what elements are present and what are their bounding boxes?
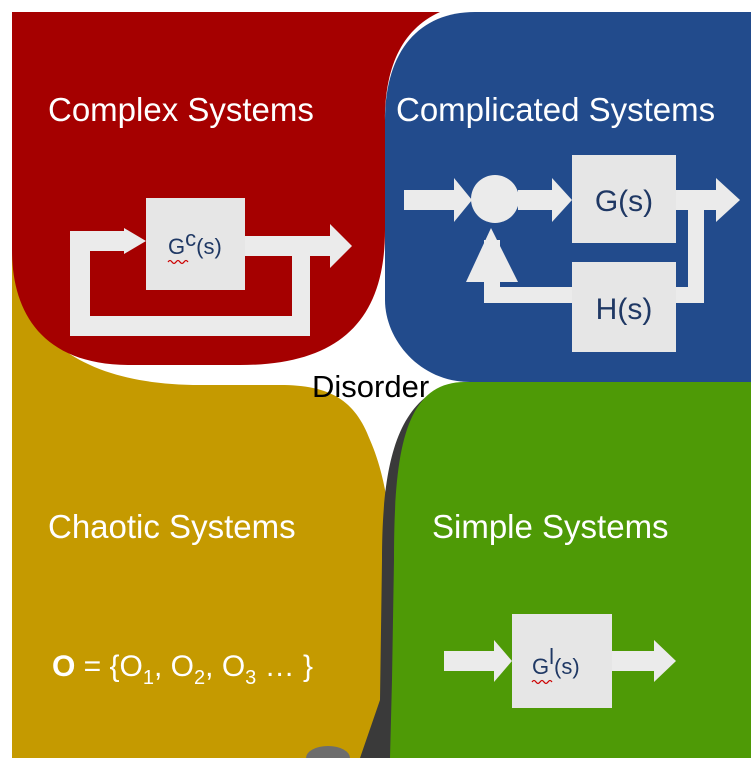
feedback-block (572, 262, 676, 352)
simple-block-label: Gl(s) (532, 644, 580, 679)
complicated-signal-arrows (404, 178, 740, 303)
complex-title: Complex Systems (48, 91, 314, 128)
complex-spell-underline (167, 259, 189, 265)
forward-block (572, 155, 676, 243)
bottom-shadow (306, 746, 350, 758)
chaotic-formula: O = {O1, O2, O3 … } (52, 650, 313, 689)
simple-spell-underline (531, 679, 553, 685)
simple-title: Simple Systems (432, 508, 669, 545)
complex-feedback-loop (70, 224, 352, 336)
forward-block-label: G(s) (595, 185, 653, 218)
disorder-label: Disorder (312, 369, 429, 404)
complex-block-label: Gc(s) (168, 226, 222, 259)
simple-signal-arrows (444, 640, 676, 682)
chaotic-quadrant (12, 250, 395, 758)
simple-block (512, 614, 612, 708)
complicated-title: Complicated Systems (396, 91, 715, 128)
complex-quadrant (12, 12, 440, 365)
summing-junction (471, 175, 519, 223)
feedback-block-label: H(s) (596, 293, 653, 326)
complex-block (146, 198, 245, 290)
chaotic-title: Chaotic Systems (48, 508, 296, 545)
